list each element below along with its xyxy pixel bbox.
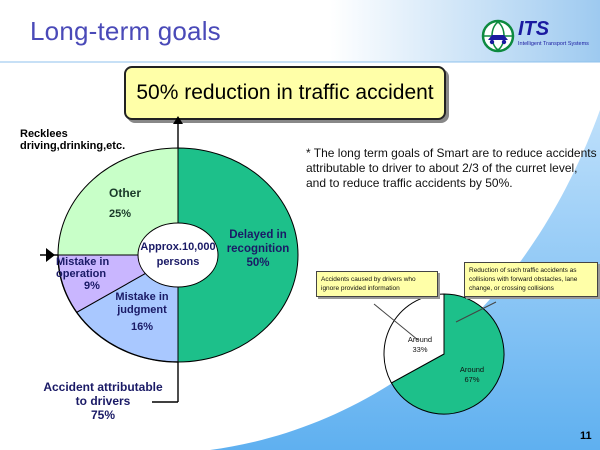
label-judgment: Mistake in judgment 16%: [115, 291, 169, 333]
logo-text: ITS: [518, 18, 550, 40]
callout-right-leader: [455, 301, 497, 323]
globe-car-icon: [481, 19, 515, 53]
value-other: 25%: [108, 208, 132, 220]
donut-slice-0: [177, 147, 299, 363]
label-around-33: Around 33%: [407, 335, 433, 354]
label-around-67: Around 67%: [459, 365, 485, 384]
goal-note: * The long term goals of Smart are to re…: [306, 146, 597, 190]
arrow-head-up: [173, 116, 183, 124]
center-label: Approx.10,000 persons: [140, 241, 216, 268]
bottom-label: Accident attributable to drivers 75%: [43, 380, 163, 422]
label-other: Other: [108, 186, 141, 200]
callout-reduction: Reduction of such traffic accidents as c…: [464, 262, 598, 297]
donut-slice-3: [57, 147, 179, 256]
label-delayed: Delayed in recognition 50%: [226, 229, 290, 269]
page-title: Long-term goals: [30, 16, 221, 46]
annotation-reckless: Recklees driving,drinking,etc.: [20, 128, 126, 152]
bracket-arrow: [46, 248, 55, 262]
page-number: 11: [580, 430, 592, 442]
logo-subtitle: Intelligent Transport Systems: [518, 41, 589, 47]
headline-box: 50% reduction in traffic accident: [124, 66, 446, 120]
label-operation: Mistake in operation 9%: [56, 256, 110, 292]
donut-center: [137, 222, 219, 288]
callout-left-leader: [373, 303, 419, 341]
pie-slice-0: [390, 293, 505, 415]
callout-ignore-info: Accidents caused by drivers who ignore p…: [316, 271, 438, 297]
bracket-arc: [57, 254, 179, 363]
